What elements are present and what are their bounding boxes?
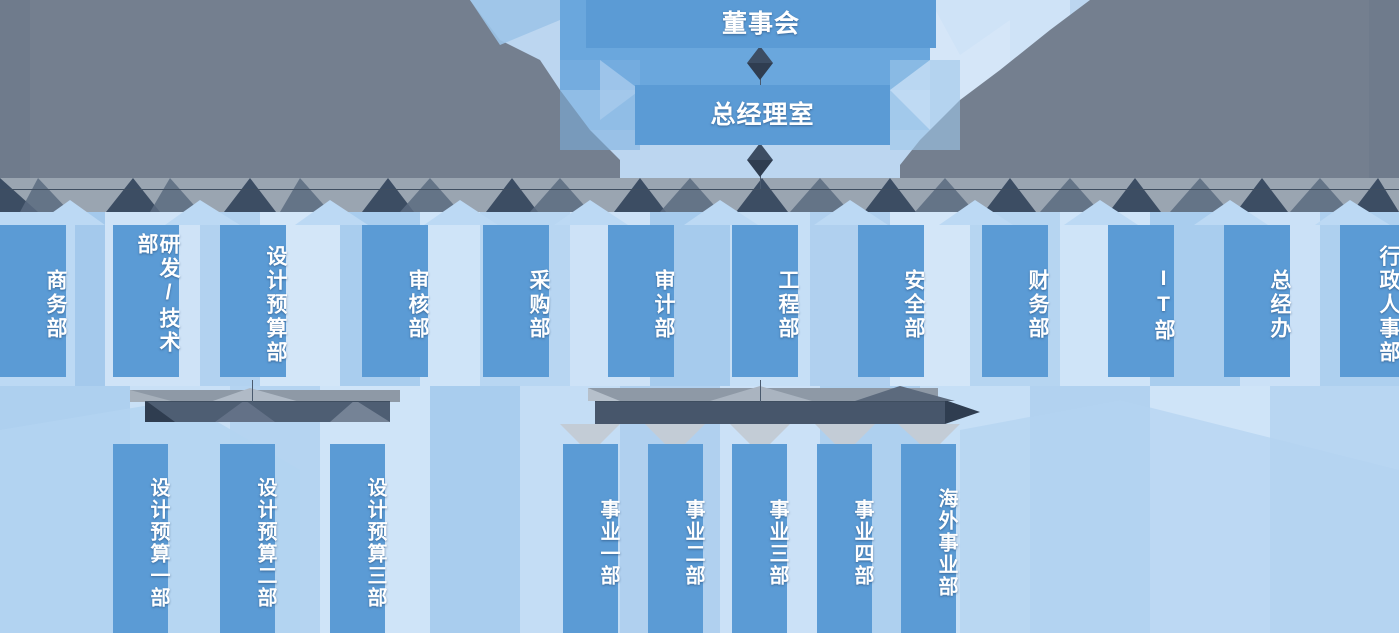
node-rd-tech-department[interactable]: 研发/技术部	[113, 225, 180, 377]
node-administration-hr-department[interactable]: 行政人事部	[1340, 225, 1399, 377]
node-business-division-2[interactable]: 事业二部	[648, 444, 704, 633]
node-label: 设计预算三部	[364, 476, 386, 609]
connector-business-subtrunk	[595, 401, 945, 402]
node-auditing-department[interactable]: 审计部	[608, 225, 675, 377]
node-engineering-department[interactable]: 工程部	[732, 225, 799, 377]
node-audit-review-department[interactable]: 审核部	[362, 225, 429, 377]
node-safety-department[interactable]: 安全部	[858, 225, 925, 377]
diamond-icon-gm-trunk	[747, 143, 773, 177]
node-label: IT部	[1152, 267, 1175, 343]
node-label: 设计预算部	[264, 245, 287, 365]
connector-trunk-horizontal	[0, 189, 1399, 190]
node-label: 商务部	[44, 269, 67, 341]
node-business-division-1[interactable]: 事业一部	[563, 444, 619, 633]
node-design-budget-2[interactable]: 设计预算二部	[220, 444, 276, 633]
node-label: 设计预算一部	[147, 476, 169, 609]
node-label: 安全部	[902, 269, 925, 341]
node-label: 研发/技术部	[134, 233, 180, 355]
node-label: 海外事业部	[935, 487, 957, 598]
node-business-division-4[interactable]: 事业四部	[817, 444, 873, 633]
diamond-icon-board-gm	[747, 46, 773, 80]
node-label: 审计部	[652, 269, 675, 341]
node-label: 采购部	[527, 269, 550, 341]
node-label: 工程部	[776, 269, 799, 341]
node-label: 事业四部	[851, 498, 873, 587]
node-label: 设计预算二部	[254, 476, 276, 609]
connector-business-drop	[760, 380, 761, 402]
connector-design-drop	[252, 380, 253, 402]
node-label: 董事会	[721, 9, 800, 38]
node-design-budget-department[interactable]: 设计预算部	[220, 225, 287, 377]
node-label: 事业三部	[766, 498, 788, 587]
node-design-budget-3[interactable]: 设计预算三部	[330, 444, 386, 633]
connector-design-subtrunk	[145, 401, 390, 402]
node-general-manager-office[interactable]: 总经理室	[635, 85, 890, 145]
node-label: 总经理室	[710, 100, 815, 129]
node-label: 总经办	[1268, 269, 1291, 341]
node-design-budget-1[interactable]: 设计预算一部	[113, 444, 169, 633]
node-finance-department[interactable]: 财务部	[982, 225, 1049, 377]
node-board-of-directors[interactable]: 董事会	[586, 0, 936, 48]
node-gm-office-admin[interactable]: 总经办	[1224, 225, 1291, 377]
node-business-department[interactable]: 商务部	[0, 225, 67, 377]
node-label: 事业二部	[682, 498, 704, 587]
node-label: 财务部	[1026, 269, 1049, 341]
node-overseas-business-division[interactable]: 海外事业部	[901, 444, 957, 633]
node-label: 行政人事部	[1377, 245, 1399, 365]
node-label: 审核部	[406, 269, 429, 341]
node-business-division-3[interactable]: 事业三部	[732, 444, 788, 633]
node-procurement-department[interactable]: 采购部	[483, 225, 550, 377]
node-it-department[interactable]: IT部	[1108, 225, 1175, 377]
node-label: 事业一部	[597, 498, 619, 587]
